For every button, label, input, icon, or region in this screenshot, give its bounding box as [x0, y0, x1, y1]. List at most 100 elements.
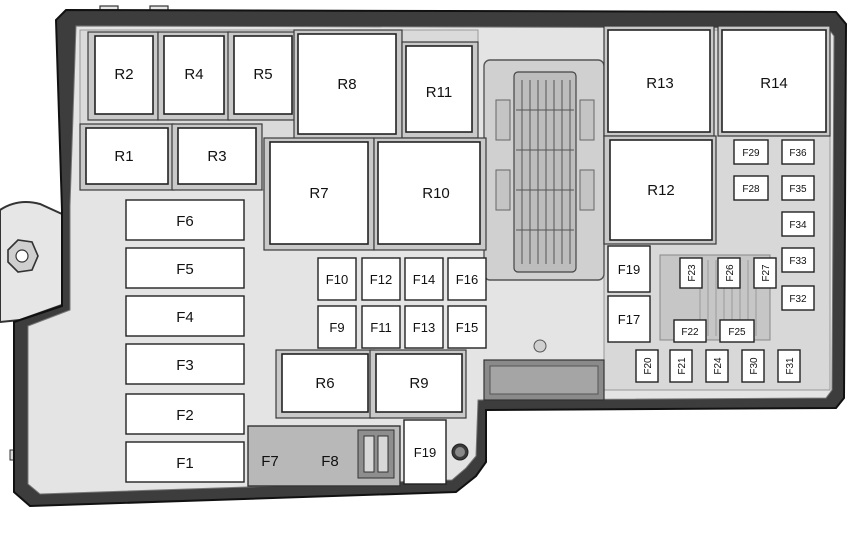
fuse-f30-label: F30 — [749, 357, 760, 375]
relay-r12: R12 — [603, 135, 717, 245]
relay-r2-label: R2 — [114, 66, 133, 83]
fuse-f23-label: F23 — [687, 264, 698, 282]
relay-r10: R10 — [373, 137, 487, 251]
fuse-f7-label: F7 — [261, 453, 279, 470]
fuse-f3: F3 — [125, 343, 245, 385]
fuse-f31-label: F31 — [785, 357, 796, 375]
fuse-f24: F24 — [705, 349, 729, 383]
relay-r11-label: R11 — [426, 84, 452, 101]
fuse-f33-label: F33 — [789, 256, 807, 267]
relay-r8-label: R8 — [337, 76, 356, 93]
relay-r11: R11 — [401, 41, 479, 139]
fuse-f27: F27 — [753, 257, 777, 289]
fuse-f35: F35 — [781, 175, 815, 201]
fuse-f32: F32 — [781, 285, 815, 311]
fuse-f28: F28 — [733, 175, 769, 201]
fuse-f4-label: F4 — [176, 309, 194, 326]
fuse-f12-label: F12 — [370, 272, 392, 287]
fuse-f19-upper-label: F19 — [618, 262, 640, 277]
fuse-f11-label: F11 — [370, 320, 391, 335]
fuse-f25-label: F25 — [728, 327, 746, 338]
fuse-f31: F31 — [777, 349, 801, 383]
fuse-f5: F5 — [125, 247, 245, 289]
fuse-f22: F22 — [673, 319, 707, 343]
fuse-f16-label: F16 — [456, 272, 478, 287]
fuse-f34: F34 — [781, 211, 815, 237]
relay-r14-label: R14 — [760, 75, 788, 92]
relay-r7: R7 — [263, 137, 375, 251]
fuse-f19-upper: F19 — [607, 245, 651, 293]
relay-r2: R2 — [87, 31, 159, 121]
relay-r6-label: R6 — [315, 375, 334, 392]
fuse-f12: F12 — [361, 257, 401, 301]
fuse-f13: F13 — [404, 305, 444, 349]
fuse-f28-label: F28 — [742, 184, 760, 195]
relay-r1-label: R1 — [114, 148, 133, 165]
relay-r3-label: R3 — [207, 148, 226, 165]
relay-r5: R5 — [227, 31, 297, 121]
fuse-f9: F9 — [317, 305, 357, 349]
fuse-f6-label: F6 — [176, 213, 194, 230]
relay-r1: R1 — [79, 123, 175, 191]
relay-r3: R3 — [171, 123, 263, 191]
relay-r10-label: R10 — [422, 185, 450, 202]
fuse-f22-label: F22 — [681, 327, 699, 338]
fuse-f32-label: F32 — [789, 294, 807, 305]
fuse-f35-label: F35 — [789, 184, 807, 195]
fuse-f34-label: F34 — [789, 220, 807, 231]
fuse-f15: F15 — [447, 305, 487, 349]
fuse-f10-label: F10 — [326, 272, 348, 287]
fuse-f1-label: F1 — [176, 455, 194, 472]
relay-r5-label: R5 — [253, 66, 272, 83]
fuse-f8-label: F8 — [321, 453, 339, 470]
fuse-f21-label: F21 — [677, 357, 688, 375]
fuse-f14-label: F14 — [413, 272, 435, 287]
fuse-f29-label: F29 — [742, 148, 760, 159]
bottom-connector — [483, 359, 605, 401]
fuse-f21: F21 — [669, 349, 693, 383]
relay-r6: R6 — [275, 349, 375, 419]
fuse-f20-label: F20 — [643, 357, 654, 375]
fuse-f36-label: F36 — [789, 148, 807, 159]
fuse-f25: F25 — [719, 319, 755, 343]
fuse-f29: F29 — [733, 139, 769, 165]
fuse-f24-label: F24 — [713, 357, 724, 375]
fuse-f4: F4 — [125, 295, 245, 337]
fuse-f16: F16 — [447, 257, 487, 301]
relay-r9-label: R9 — [409, 375, 428, 392]
central-connector — [483, 59, 605, 281]
fuse-f19-lower: F19 — [403, 419, 447, 485]
fuse-f36: F36 — [781, 139, 815, 165]
relay-r13: R13 — [603, 25, 715, 137]
fuse-f17-label: F17 — [618, 312, 640, 327]
relay-r4-label: R4 — [184, 66, 203, 83]
relay-r12-label: R12 — [647, 182, 675, 199]
fuse-f33: F33 — [781, 247, 815, 273]
fuse-f19-lower-label: F19 — [414, 445, 436, 460]
fuse-f1: F1 — [125, 441, 245, 483]
fuse-f17: F17 — [607, 295, 651, 343]
fuse-f3-label: F3 — [176, 357, 194, 374]
fuse-f2: F2 — [125, 393, 245, 435]
fuse-f30: F30 — [741, 349, 765, 383]
relay-r14: R14 — [717, 25, 831, 137]
relay-r8: R8 — [293, 29, 403, 141]
fuse-f26: F26 — [717, 257, 741, 289]
fuse-f20: F20 — [635, 349, 659, 383]
relay-r9: R9 — [369, 349, 467, 419]
fuse-f9-label: F9 — [329, 320, 344, 335]
f7-f8-holder — [247, 425, 401, 487]
fuse-f10: F10 — [317, 257, 357, 301]
fuse-f26-label: F26 — [725, 264, 736, 282]
fuse-f14: F14 — [404, 257, 444, 301]
fuse-f27-label: F27 — [761, 264, 772, 282]
fuse-f15-label: F15 — [456, 320, 478, 335]
fuse-f6: F6 — [125, 199, 245, 241]
fuse-f5-label: F5 — [176, 261, 194, 278]
relay-r4: R4 — [157, 31, 231, 121]
fuse-f2-label: F2 — [176, 407, 194, 424]
fuse-f13-label: F13 — [413, 320, 435, 335]
relay-r13-label: R13 — [646, 75, 674, 92]
fuse-f23: F23 — [679, 257, 703, 289]
